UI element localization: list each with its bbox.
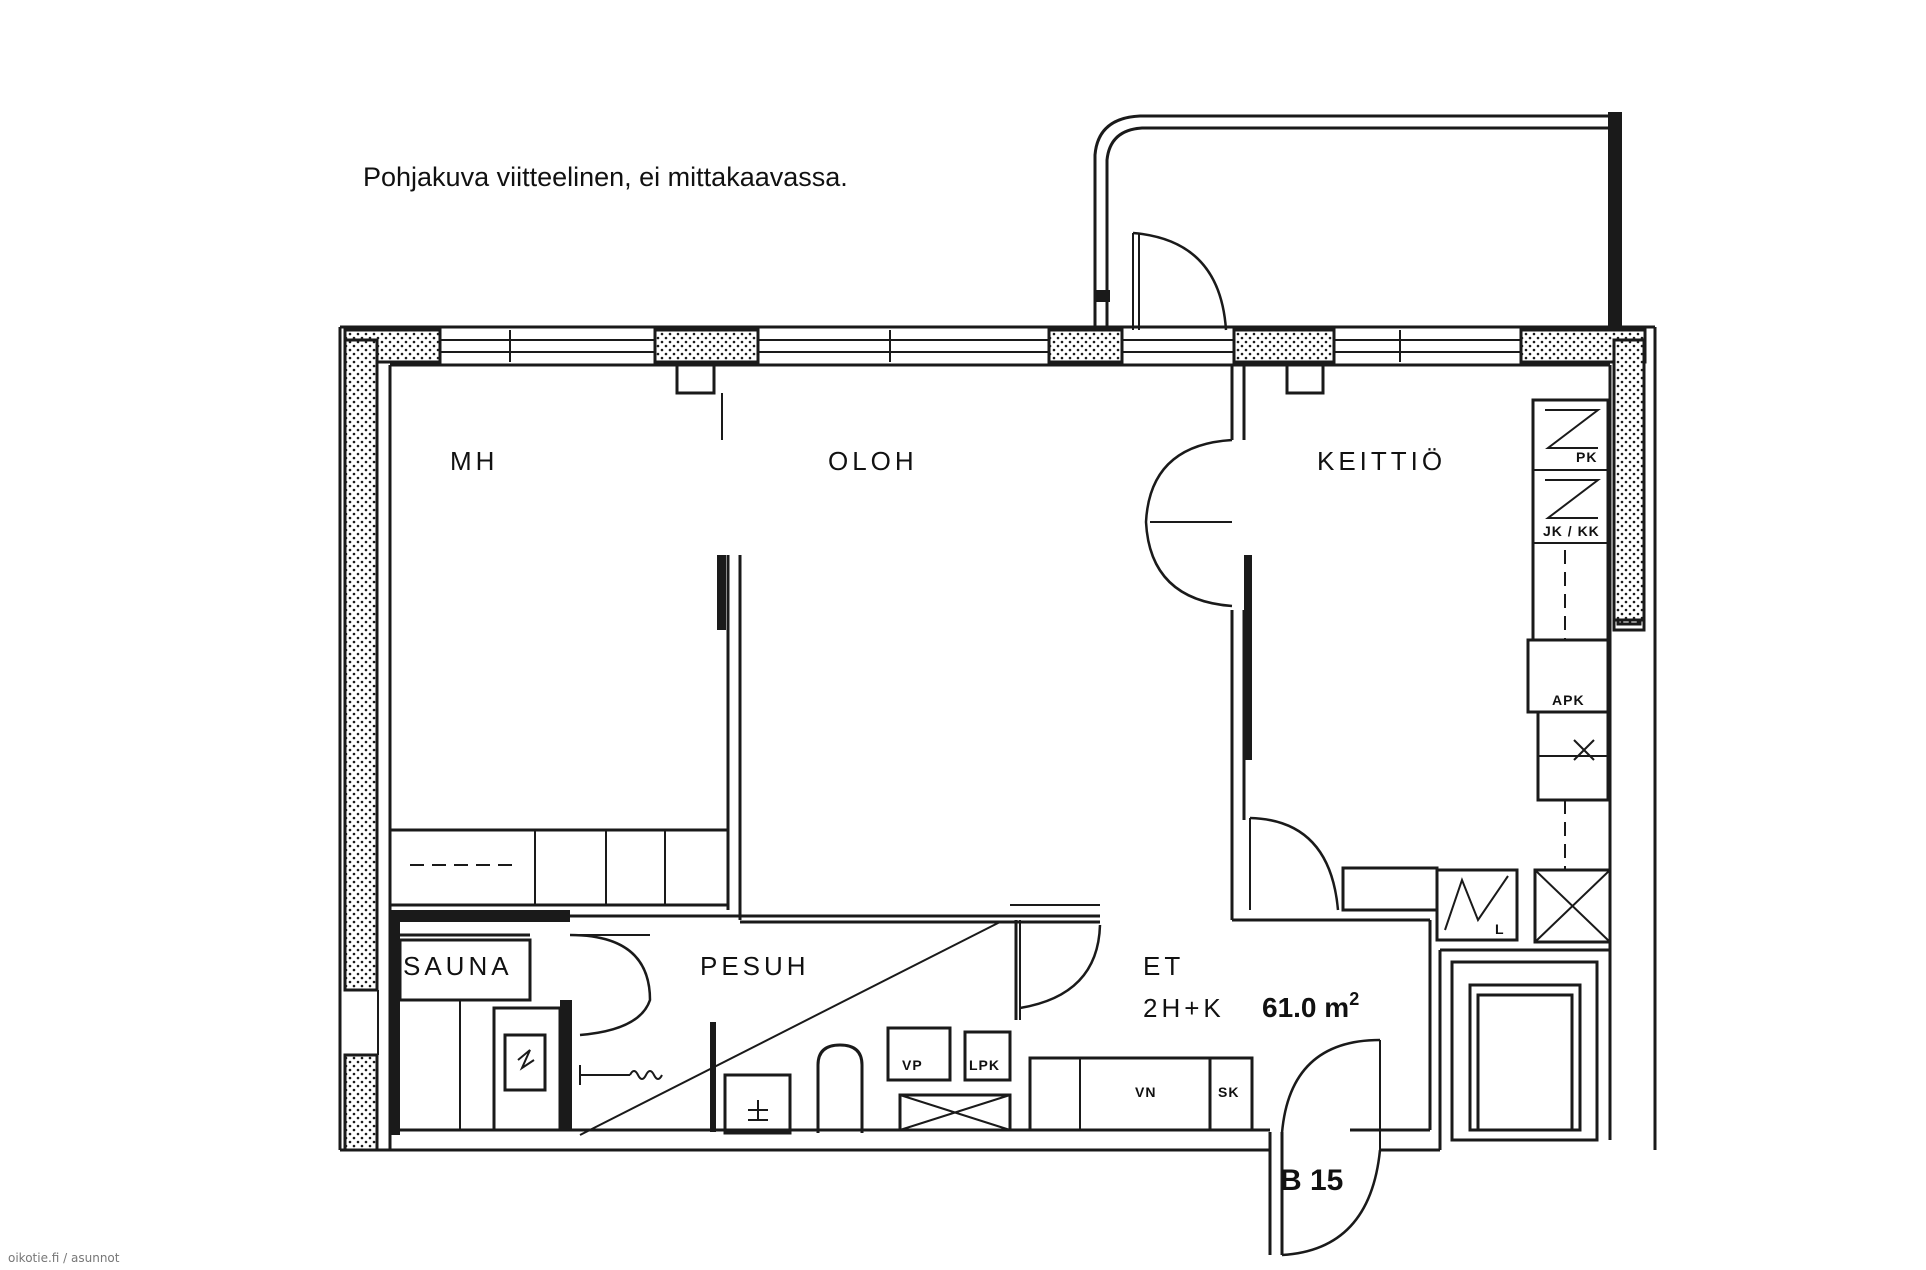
room-label-keittio: KEITTIÖ [1317,446,1446,476]
room-label-oloh: OLOH [828,446,918,476]
room-label-pesuh: PESUH [700,951,810,981]
fixture-label-pk: PK [1576,449,1597,465]
fixture-label-apk: APK [1552,692,1585,708]
interior-walls [388,365,1432,1135]
interior-doors [569,438,1382,1257]
disclaimer-text: Pohjakuva viitteelinen, ei mittakaavassa… [363,162,848,192]
apartment-area: 61.0 m2 [1262,989,1359,1023]
room-label-sauna: SAUNA [403,951,513,981]
balcony [1093,112,1646,632]
bathroom-fixtures [579,921,1254,1136]
exterior-walls [338,325,1657,1152]
apartment-number: B 15 [1280,1164,1343,1197]
fixture-label-lpk: LPK [969,1057,1000,1073]
watermark: oikotie.fi / asunnot [8,1251,120,1265]
fixture-label-l: L [1495,921,1505,937]
fixture-label-jk-kk: JK / KK [1543,523,1600,539]
apartment-type: 2H+K [1143,993,1225,1023]
fixture-label-vn: VN [1135,1084,1156,1100]
shaft [1450,960,1599,1142]
balcony-door [1132,231,1228,331]
kitchen-fixtures [1341,398,1612,944]
fixture-label-sk: SK [1218,1084,1239,1100]
fixture-label-vp: VP [902,1057,923,1073]
room-label-et: ET [1143,951,1184,981]
room-label-mh: MH [450,446,498,476]
